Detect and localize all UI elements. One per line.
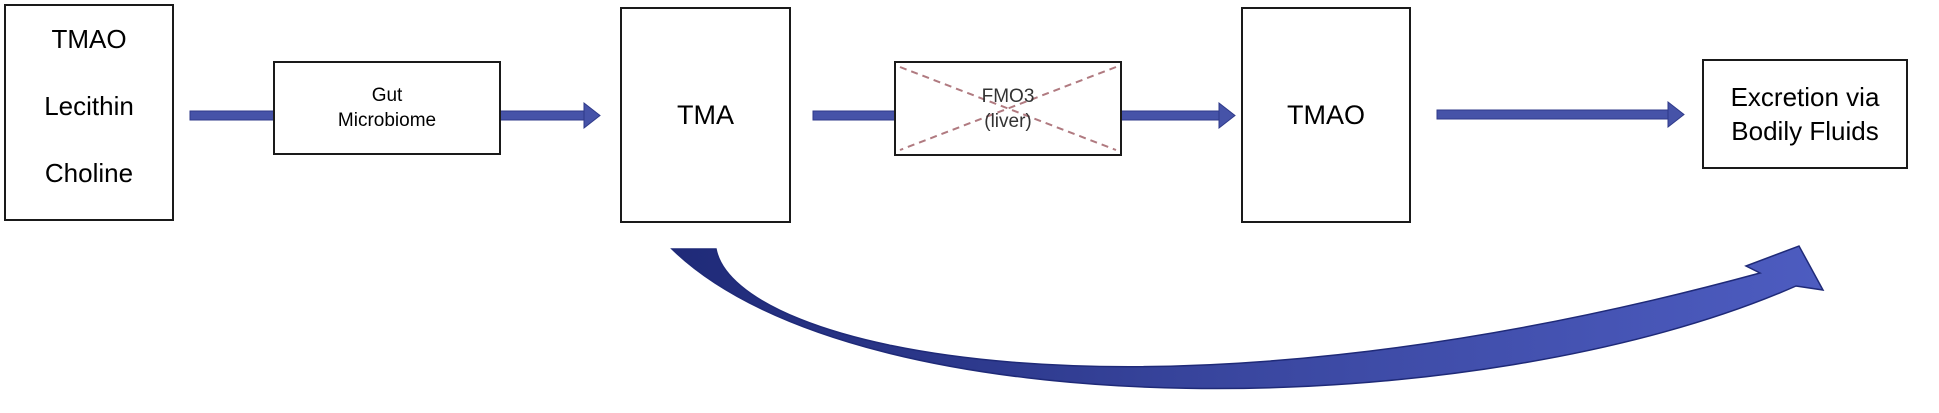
tmao-box: TMAO xyxy=(1241,7,1411,223)
input-tmao-label: TMAO xyxy=(51,24,127,54)
tma-box: TMA xyxy=(620,7,791,223)
arrow-gut-to-tma xyxy=(499,101,601,130)
gut-microbiome-line1: Gut xyxy=(371,85,403,106)
arrow-tma-to-fmo3 xyxy=(812,110,896,121)
tma-label: TMA xyxy=(677,99,734,130)
arrow-fmo3-to-tmao xyxy=(1120,101,1236,130)
tmao-label: TMAO xyxy=(1287,99,1365,130)
input-choline-label: Choline xyxy=(44,158,134,188)
gut-microbiome-line2: Microbiome xyxy=(337,110,437,131)
input-lecithin-label: Lecithin xyxy=(44,91,134,121)
fmo3-line1: FMO3 xyxy=(981,85,1035,107)
fmo3-line2: (liver) xyxy=(984,110,1032,132)
arrow-tmao-to-excretion xyxy=(1436,100,1685,129)
arrow-inputs-to-gut xyxy=(189,110,275,121)
fmo3-box: FMO3 (liver) xyxy=(894,61,1122,156)
curved-bypass-arrow xyxy=(670,245,1825,390)
excretion-box: Excretion via Bodily Fluids xyxy=(1702,59,1908,169)
excretion-line2: Bodily Fluids xyxy=(1731,116,1879,146)
cross-out-mark xyxy=(899,66,1117,151)
inputs-box: TMAO Lecithin Choline xyxy=(4,4,174,221)
excretion-line1: Excretion via xyxy=(1730,82,1880,112)
gut-microbiome-box: Gut Microbiome xyxy=(273,61,501,155)
